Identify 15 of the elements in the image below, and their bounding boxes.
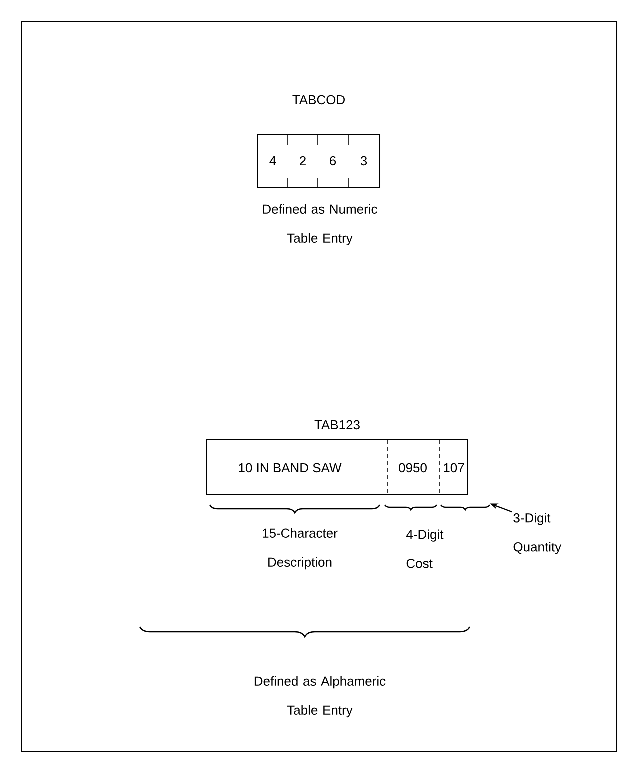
cell-value: 3: [360, 156, 368, 166]
cell-value: 4: [270, 156, 276, 166]
label-text: 15-Character Description: [263, 528, 338, 570]
cell-value: 10 IN BAND SAW: [239, 463, 342, 473]
cell-value: 2: [300, 156, 306, 166]
label-text: 4-Digit Cost: [406, 530, 444, 568]
label-text: Defined as Numeric Table Entry: [263, 204, 378, 246]
label-text: Defined as Alphameric Table Entry: [254, 676, 386, 718]
cell-value: 0950: [399, 463, 427, 473]
cell-value: 6: [330, 156, 336, 166]
cell-value: 107: [444, 463, 464, 473]
node-label: TABCOD: [292, 95, 345, 105]
callout-text: 3-Digit Quantity: [514, 513, 562, 554]
brace-drawing: [440, 504, 491, 511]
node-label: TAB123: [314, 420, 360, 430]
